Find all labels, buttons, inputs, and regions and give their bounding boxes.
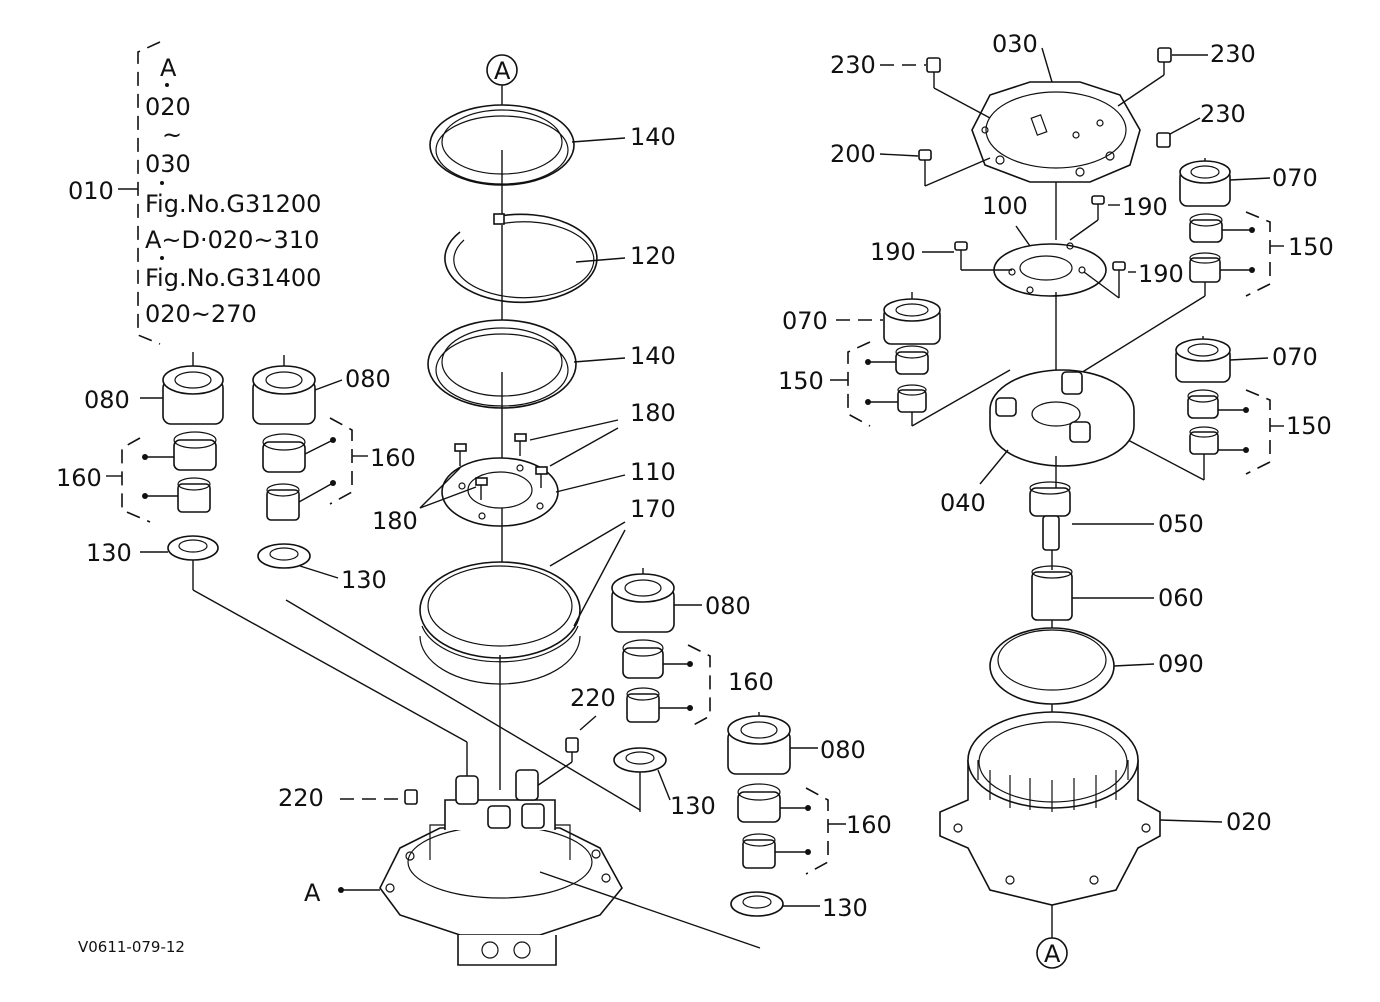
label-070-top: 070: [1272, 164, 1318, 192]
label-080-right: 080: [820, 736, 866, 764]
planet-gear-080-center: [611, 568, 702, 633]
bolts-180: [419, 419, 619, 509]
label-100: 100: [982, 192, 1028, 220]
label-230-left: 230: [830, 51, 876, 79]
label-180-right: 180: [630, 399, 676, 427]
planet-gear-080-left-2: [252, 355, 343, 425]
plug-220-left: [340, 789, 418, 805]
label-190-right: 190: [1138, 260, 1184, 288]
label-140-mid: 140: [630, 342, 676, 370]
label-160-center: 160: [728, 668, 774, 696]
bearing-140-top: [429, 104, 626, 215]
sun-gear-050: [1029, 481, 1154, 570]
label-130-left-2: 130: [341, 566, 387, 594]
label-230-right-top: 230: [1210, 40, 1256, 68]
plug-220-top: [533, 715, 597, 789]
snap-ring-120: [444, 213, 626, 340]
note-line-7: Fig.No.G31400: [145, 264, 321, 292]
note-line-1: A: [160, 54, 177, 82]
thrust-washer-130-center: [613, 747, 671, 812]
note-line-2: 020: [145, 93, 191, 121]
bearing-set-160-right: [737, 783, 846, 875]
bolt-200: [879, 149, 991, 187]
note-line-4: 030: [145, 150, 191, 178]
label-130-right: 130: [822, 894, 868, 922]
plate-100: [993, 225, 1107, 385]
label-070-left: 070: [782, 307, 828, 335]
label-020: 020: [1226, 808, 1272, 836]
label-150-left: 150: [778, 367, 824, 395]
label-130-left-1: 130: [86, 539, 132, 567]
label-180-left: 180: [372, 507, 418, 535]
label-220-top: 220: [570, 684, 616, 712]
seal-170: [419, 521, 626, 790]
label-190-left: 190: [870, 238, 916, 266]
label-a-left: A: [304, 879, 321, 907]
label-170: 170: [630, 495, 676, 523]
carrier-040: [979, 369, 1135, 488]
label-080-left-2: 080: [345, 365, 391, 393]
note-line-6: A~D·020~310: [145, 226, 319, 254]
label-040: 040: [940, 489, 986, 517]
label-150-top: 150: [1288, 233, 1334, 261]
bearing-set-160-left-2: [262, 417, 368, 521]
gear-housing-020: [939, 711, 1223, 938]
label-130-center: 130: [670, 792, 716, 820]
svg-text:A: A: [494, 57, 511, 85]
planet-gear-070-top: [1075, 158, 1284, 377]
label-050: 050: [1158, 510, 1204, 538]
svg-text:A: A: [1044, 940, 1061, 968]
note-line-5: Fig.No.G31200: [145, 190, 321, 218]
carrier-030: [971, 47, 1141, 240]
label-160-left-1: 160: [56, 464, 102, 492]
planet-gear-070-left: [830, 292, 1011, 427]
bolts-230: [880, 47, 1208, 148]
motor-housing: [338, 769, 761, 966]
bearing-set-160-left-1: [106, 431, 217, 523]
label-150-right: 150: [1286, 412, 1332, 440]
label-190-top: 190: [1122, 193, 1168, 221]
note-line-3: ~: [162, 121, 182, 149]
label-030: 030: [992, 30, 1038, 58]
drawing-code: V0611-079-12: [78, 938, 185, 956]
bolts-190: [922, 195, 1136, 299]
planet-gear-080-left-1: [140, 352, 224, 425]
callout-a-bottom: A: [1036, 937, 1068, 969]
label-010: 010: [68, 177, 114, 205]
label-060: 060: [1158, 584, 1204, 612]
label-160-right: 160: [846, 811, 892, 839]
label-230-right-mid: 230: [1200, 100, 1246, 128]
bearing-140-mid: [427, 319, 626, 480]
label-120: 120: [630, 242, 676, 270]
planet-gear-080-right: [727, 712, 818, 775]
label-090: 090: [1158, 650, 1204, 678]
label-110: 110: [630, 458, 676, 486]
thrust-washer-130-right: [730, 891, 820, 917]
label-080-left-1: 080: [84, 386, 130, 414]
label-070-right: 070: [1272, 343, 1318, 371]
label-220-left: 220: [278, 784, 324, 812]
label-160-left-2: 160: [370, 444, 416, 472]
bearing-set-160-center: [622, 639, 711, 729]
planet-gear-070-right: [1089, 336, 1284, 481]
thrust-washer-130-left-2: [257, 543, 641, 811]
label-200: 200: [830, 140, 876, 168]
note-line-8: 020~270: [145, 300, 257, 328]
label-140-top: 140: [630, 123, 676, 151]
label-080-center: 080: [705, 592, 751, 620]
thrust-washer-130-left-1: [140, 535, 468, 778]
note-010: A 020 ~ 030 Fig.No.G31200 A~D·020~310 Fi…: [68, 41, 321, 345]
